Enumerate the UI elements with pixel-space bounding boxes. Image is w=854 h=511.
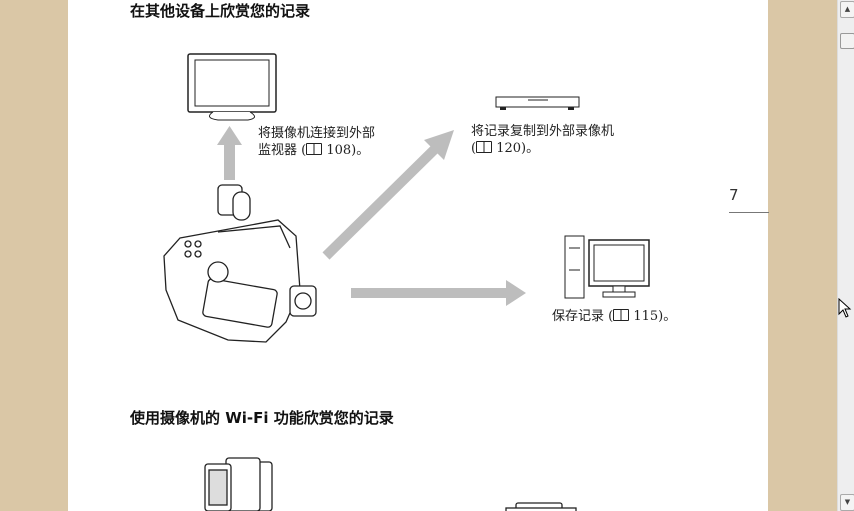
caption-recorder-line2: ( 120)。 (471, 141, 540, 156)
caption-monitor-line1: 将摄像机连接到外部 (258, 126, 376, 141)
arrow-right (351, 280, 526, 306)
section-title-wifi: 使用摄像机的 Wi-Fi 功能欣赏您的记录 (130, 409, 394, 427)
smart-devices-icon (204, 457, 273, 511)
page-number-rule (729, 212, 769, 213)
computer-icon (564, 235, 650, 299)
section-title-other-devices: 在其他设备上欣赏您的记录 (130, 2, 311, 20)
background-right (768, 0, 837, 511)
arrow-up (217, 126, 242, 180)
caption-monitor-line2: 监视器 ( 108)。 (258, 143, 370, 158)
arrow-diagonal (322, 130, 454, 260)
vertical-scrollbar[interactable]: ▲ ▼ (837, 0, 854, 511)
scroll-thumb[interactable] (840, 33, 854, 49)
mouse-cursor-icon (838, 298, 852, 318)
background-left (0, 0, 68, 511)
caption-computer: 保存记录 ( 115)。 (552, 309, 677, 324)
camcorder-icon (163, 184, 317, 343)
tv-icon (187, 53, 277, 121)
book-icon (476, 141, 493, 153)
illustration (163, 53, 650, 511)
book-icon (613, 309, 630, 321)
book-icon (306, 143, 323, 155)
device-partial-icon (505, 502, 577, 511)
document-page: 在其他设备上欣赏您的记录 (68, 0, 769, 511)
scroll-down-button[interactable]: ▼ (840, 494, 854, 511)
caption-recorder-line1: 将记录复制到外部录像机 (471, 124, 615, 139)
scroll-up-button[interactable]: ▲ (840, 1, 854, 18)
page-number: 7 (729, 186, 739, 204)
recorder-icon (495, 96, 580, 110)
